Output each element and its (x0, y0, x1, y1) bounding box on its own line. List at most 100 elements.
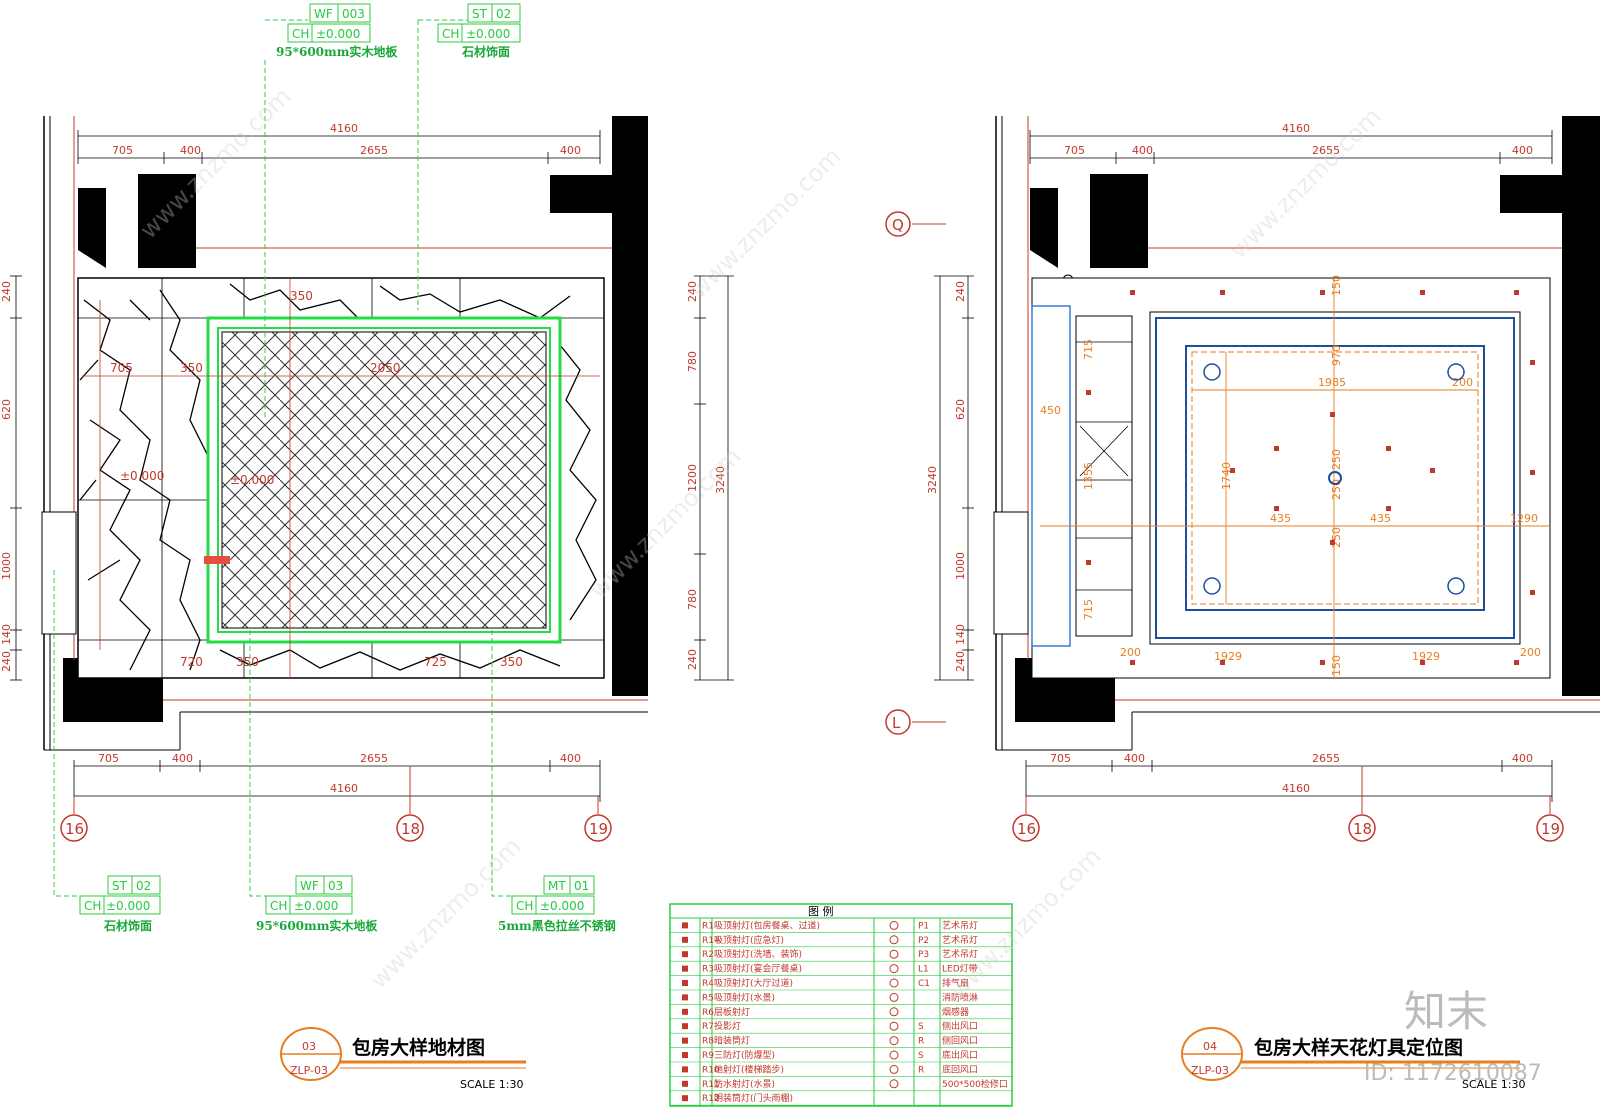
material-tag-wf-top: WF 003 CH ±0.000 95*600mm实木地板 (276, 3, 398, 59)
legend-code: R12 (702, 1094, 720, 1104)
dim-top-d: 400 (1512, 144, 1533, 157)
material-tag-wf-bottom: WF 03 CH ±0.000 95*600mm实木地板 (256, 875, 378, 933)
material-tag-st-bottom: ST 02 CH ±0.000 石材饰面 (79, 875, 161, 933)
legend-symbol (889, 920, 899, 930)
legend-label: 层板射灯 (714, 1006, 750, 1018)
column-top (138, 174, 196, 268)
dim-bottom-a: 705 (1050, 752, 1071, 765)
legend-code: R (918, 1037, 924, 1047)
wall-top-right (1500, 175, 1562, 213)
svg-text:±0.000: ±0.000 (294, 899, 338, 913)
watermark-text: www.znzmo.com (364, 832, 526, 994)
legend-symbol (889, 1007, 899, 1017)
legend-label: 防水射灯(水景) (714, 1078, 775, 1090)
legend-label: 艺术吊灯 (942, 919, 978, 931)
legend-symbol (682, 922, 688, 929)
legend-label: 吸顶射灯(宴会厅餐桌) (714, 963, 802, 975)
title-scale: SCALE 1:30 (1462, 1078, 1525, 1091)
svg-text:±0.000: ±0.000 (106, 899, 150, 913)
legend-code: R7 (702, 1022, 714, 1032)
inner-dim: 2050 (370, 361, 401, 375)
grid-label-18: 18 (401, 820, 420, 838)
legend-symbol (889, 1064, 899, 1074)
dim-bottom-d: 400 (560, 752, 581, 765)
inner-dim: 450 (1040, 404, 1061, 417)
svg-text:95*600mm实木地板: 95*600mm实木地板 (256, 918, 378, 933)
legend-code: S (918, 1022, 924, 1032)
legend-symbol (889, 949, 899, 959)
legend-code: R11 (702, 1080, 720, 1090)
svg-text:±0.000: ±0.000 (316, 27, 360, 41)
svg-text:CH: CH (292, 27, 309, 41)
legend-code: R1+ (702, 936, 722, 946)
svg-text:CH: CH (84, 899, 101, 913)
svg-text:02: 02 (496, 7, 511, 21)
grid-label-l: L (892, 714, 901, 732)
watermark-brand: 知末 (1404, 987, 1488, 1036)
level-mark: ±0.000 (120, 469, 164, 483)
svg-text:95*600mm实木地板: 95*600mm实木地板 (276, 44, 398, 59)
svg-text:02: 02 (136, 879, 151, 893)
dim-bottom-b: 400 (1124, 752, 1145, 765)
inner-dim: 1740 (1220, 462, 1233, 490)
legend-label: LED灯带 (942, 964, 978, 975)
watermark-text: www.znzmo.com (134, 82, 296, 244)
wall-right (1562, 116, 1600, 696)
legend-symbol (682, 965, 688, 972)
inner-dim: 200 (1452, 376, 1473, 389)
legend-symbol (682, 1037, 688, 1044)
legend-label: 明装筒灯(门头雨棚) (714, 1092, 793, 1104)
inner-dim: 200 (1520, 646, 1541, 659)
dim-top-b: 400 (180, 144, 201, 157)
dim-left: 240 (954, 651, 967, 672)
legend-label: 排气扇 (942, 977, 969, 989)
watermark-id: ID: 1172610087 (1364, 1061, 1542, 1086)
title-ref: ZLP-03 (290, 1064, 328, 1077)
inner-dim: 350 (500, 655, 523, 669)
dim-right: 240 (686, 281, 699, 302)
svg-text:MT: MT (548, 879, 566, 893)
title-block-left: 03 ZLP-03 包房大样地材图 SCALE 1:30 (280, 1027, 526, 1091)
svg-text:±0.000: ±0.000 (466, 27, 510, 41)
legend-label: 侧回风口 (942, 1035, 978, 1047)
legend-code: R4 (702, 979, 714, 989)
dim-right: 780 (686, 351, 699, 372)
legend-label: 暗装筒灯 (714, 1035, 750, 1047)
dim-top-c: 2655 (360, 144, 388, 157)
legend-code: S (918, 1051, 924, 1061)
inner-dim: 970 (1330, 345, 1343, 366)
material-tag-st-top: ST 02 CH ±0.000 石材饰面 (437, 3, 521, 59)
svg-text:03: 03 (328, 879, 343, 893)
dim-top-c: 2655 (1312, 144, 1340, 157)
svg-text:±0.000: ±0.000 (540, 899, 584, 913)
svg-text:WF: WF (300, 879, 319, 893)
dim-left: 1000 (0, 552, 13, 580)
svg-text:石材饰面: 石材饰面 (461, 44, 510, 59)
legend-label: 500*500检修口 (942, 1078, 1008, 1090)
legend-label: 底出风口 (942, 1049, 978, 1061)
svg-text:WF: WF (314, 7, 333, 21)
inner-dim: 150 (1330, 655, 1343, 676)
inner-dim: 705 (110, 361, 133, 375)
dim-bottom-a: 705 (98, 752, 119, 765)
legend-label: 吸顶射灯(应急灯) (714, 934, 784, 946)
dim-total-bottom: 4160 (1282, 782, 1310, 795)
grid-label-16: 16 (65, 820, 84, 838)
dim-left: 240 (0, 651, 13, 672)
svg-text:ST: ST (472, 7, 488, 21)
dim-left: 240 (954, 281, 967, 302)
legend-label: 地射灯(楼梯踏步) (714, 1063, 784, 1075)
watermark-text: www.znzmo.com (584, 442, 746, 604)
legend-code: R9 (702, 1051, 714, 1061)
left-floor-plan: 705 350 2050 350 720 350 725 350 ±0.000 … (0, 3, 734, 1091)
material-tag-mt-bottom: MT 01 CH ±0.000 5mm黑色拉丝不锈钢 (498, 875, 616, 933)
legend-code: R5 (702, 993, 714, 1003)
legend-code: R1 (702, 921, 714, 931)
legend-code: R2 (702, 950, 714, 960)
dim-right: 240 (686, 649, 699, 670)
legend-label: 吸顶射灯(包房餐桌、过道) (714, 919, 820, 931)
dim-left-total: 3240 (926, 466, 939, 494)
legend-code: L1 (918, 965, 929, 975)
